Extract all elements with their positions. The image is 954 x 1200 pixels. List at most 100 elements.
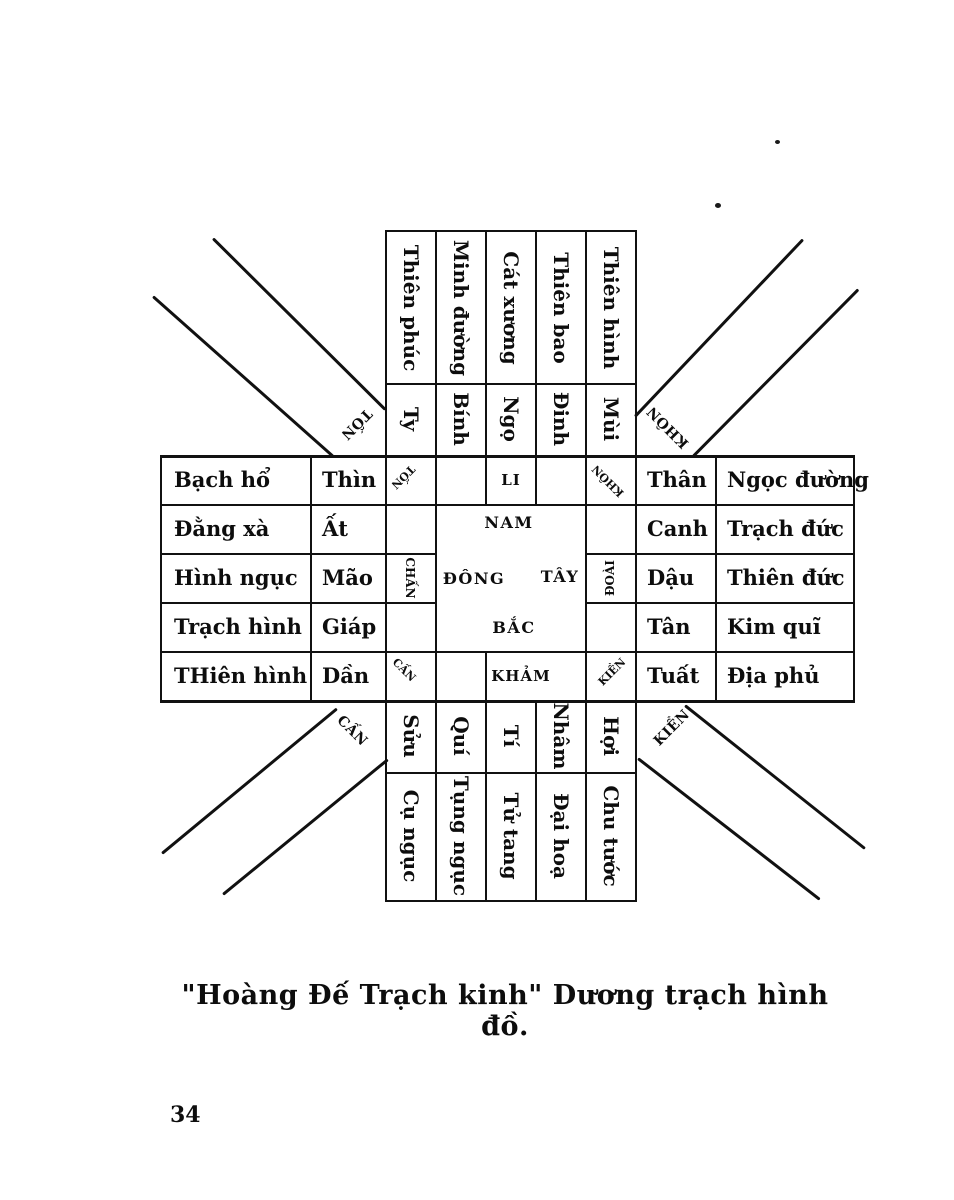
diagonal-line xyxy=(637,757,821,901)
right-stem: Canh xyxy=(647,516,708,541)
right-name: Ngọc đường xyxy=(727,467,869,492)
diagonal-line xyxy=(633,238,805,418)
right-stem: Tuất xyxy=(647,663,700,688)
inner-trigram-khon: KHÔN xyxy=(589,462,627,500)
grid-line xyxy=(485,651,487,900)
grid-line xyxy=(485,230,487,506)
inner-trigram-can: CẤN xyxy=(389,655,419,685)
left-stem-cell: Ất xyxy=(316,504,386,553)
top-stem-cell: Mùi xyxy=(585,383,637,455)
right-stem-cell: Canh xyxy=(641,504,717,553)
bottom-branch: Nhâm xyxy=(549,702,573,770)
right-name: Thiên đức xyxy=(727,565,845,590)
grid-line xyxy=(535,230,537,506)
grid-line xyxy=(535,700,537,900)
right-stem-cell: Tân xyxy=(641,602,717,651)
corner-label-khon: KHÔN xyxy=(643,402,693,452)
top-name-cell: Cát xương xyxy=(485,230,537,385)
right-stem: Tân xyxy=(647,614,691,639)
right-name-cell: Kim quĩ xyxy=(723,602,855,651)
bottom-name: Chu tước xyxy=(599,785,623,887)
west-label-box: TÂY xyxy=(530,562,590,590)
bottom-name-cell: Tử tang xyxy=(485,772,537,900)
left-name: Trạch hình xyxy=(174,614,302,639)
bottom-name: Đại hoạ xyxy=(549,793,573,879)
right-stem-cell: Dậu xyxy=(641,553,717,602)
left-name-cell: Trạch hình xyxy=(166,602,312,651)
right-name-cell: Ngọc đường xyxy=(723,455,869,504)
grid-line xyxy=(585,230,587,900)
grid-line xyxy=(160,651,855,653)
top-stem: Ngọ xyxy=(499,396,523,442)
kham-cell: KHẢM xyxy=(485,651,557,700)
top-stem-cell: Ty xyxy=(385,383,437,455)
left-stem: Dần xyxy=(322,663,370,688)
left-stem: Mão xyxy=(322,565,373,590)
left-name-cell: THiên hình xyxy=(166,651,312,700)
north-label: BẮC xyxy=(492,617,536,637)
inner-trigram-ton: TỐN xyxy=(388,462,418,492)
grid-line xyxy=(585,553,855,555)
left-stem-cell: Thìn xyxy=(316,455,386,504)
bottom-branch-cell: Nhâm xyxy=(535,700,587,772)
bottom-name: Cụ ngục xyxy=(399,789,423,883)
grid-line xyxy=(310,455,312,702)
grid-line xyxy=(160,455,162,702)
grid-line xyxy=(385,230,387,900)
top-stem: Bính xyxy=(449,392,473,446)
scan-speck xyxy=(775,140,780,144)
grid-line xyxy=(385,230,637,232)
grid-line xyxy=(385,900,637,902)
grid-line xyxy=(385,383,637,385)
top-stem-cell: Bính xyxy=(435,383,487,455)
left-name-cell: Bạch hổ xyxy=(166,455,312,504)
bottom-name: Tụng ngục xyxy=(449,775,473,897)
grid-line xyxy=(585,602,855,604)
page-number: 34 xyxy=(170,1102,201,1128)
right-stem-cell: Tuất xyxy=(641,651,717,700)
diagonal-line xyxy=(691,288,860,458)
left-stem-cell: Giáp xyxy=(316,602,386,651)
south-label-box: NAM xyxy=(459,508,559,536)
bottom-name: Tử tang xyxy=(499,792,523,880)
top-stem-cell: Đinh xyxy=(535,383,587,455)
bottom-branch: Hợi xyxy=(599,716,623,756)
grid-line xyxy=(435,230,437,900)
inner-trigram-kien: KIỀN xyxy=(595,655,629,689)
right-stem: Thân xyxy=(647,467,707,492)
top-stem: Đinh xyxy=(549,391,573,447)
inner-trigram-chan: CHẤN xyxy=(403,557,417,599)
grid-line xyxy=(160,455,855,458)
left-stem: Thìn xyxy=(322,467,377,492)
right-stem: Dậu xyxy=(647,565,695,590)
right-name-cell: Trạch đức xyxy=(723,504,855,553)
top-name: Thiên bao xyxy=(549,251,573,364)
right-name-cell: Thiên đức xyxy=(723,553,855,602)
top-name-cell: Thiên bao xyxy=(535,230,587,385)
east-label: ĐÔNG xyxy=(442,568,506,588)
bottom-name-cell: Đại hoạ xyxy=(535,772,587,900)
grid-line xyxy=(853,455,855,702)
top-stem-cell: Ngọ xyxy=(485,383,537,455)
left-name: THiên hình xyxy=(174,663,308,688)
corner-label-kien: KIỀN xyxy=(650,706,694,750)
left-stem: Ất xyxy=(322,516,348,541)
left-name-cell: Đằng xà xyxy=(166,504,312,553)
south-label: NAM xyxy=(484,512,534,532)
top-stem: Ty xyxy=(399,406,423,432)
scan-speck xyxy=(715,203,721,208)
bottom-branch: Quí xyxy=(449,716,473,756)
li-label: LI xyxy=(501,470,521,489)
top-name: Minh đường xyxy=(449,239,473,376)
bottom-branch-cell: Sửu xyxy=(385,700,437,772)
left-name: Đằng xà xyxy=(174,516,270,541)
diagonal-line xyxy=(161,707,338,855)
top-name: Cát xương xyxy=(499,250,523,365)
left-name: Hình ngục xyxy=(174,565,298,590)
kham-label: KHẢM xyxy=(491,666,551,685)
left-stem: Giáp xyxy=(322,614,377,639)
bottom-branch-cell: Hợi xyxy=(585,700,637,772)
figure-caption: "Hoàng Đế Trạch kinh" Dương trạch hình đ… xyxy=(181,980,829,1042)
diagonal-line xyxy=(211,237,387,411)
north-label-box: BẮC xyxy=(464,613,564,641)
